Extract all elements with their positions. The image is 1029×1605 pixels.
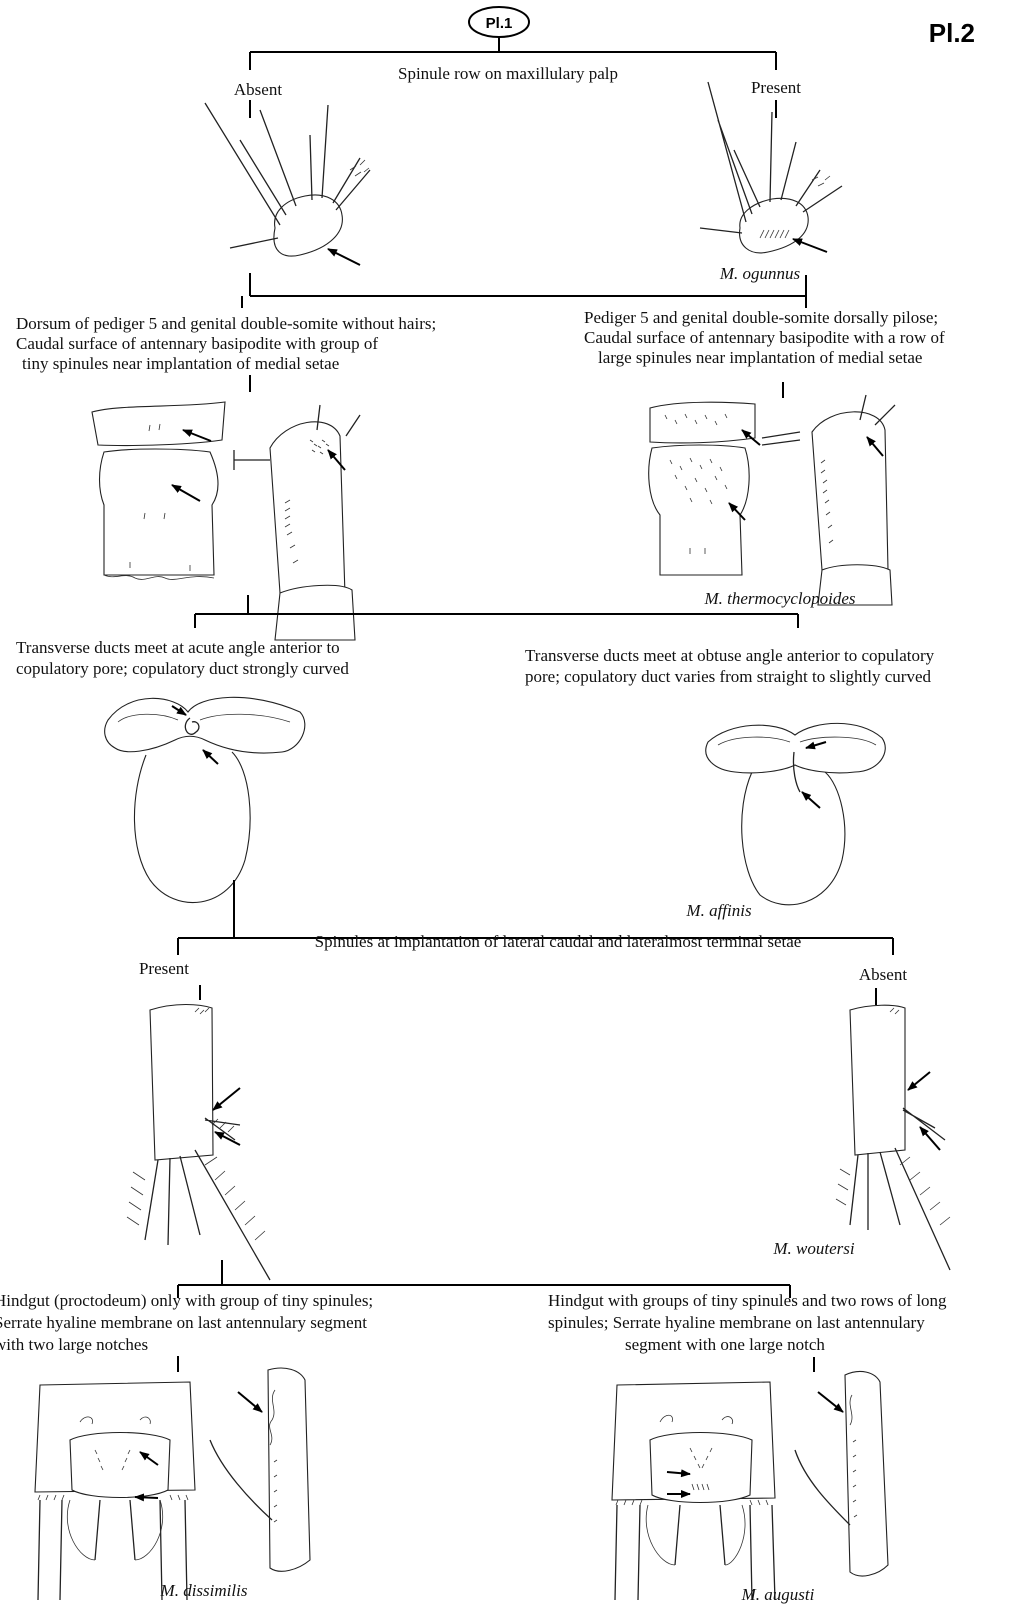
plate-title: Pl.2 [929,18,975,48]
plate-1-label: Pl.1 [486,15,513,32]
caudal-ramus-drawing-left [127,1005,270,1281]
node-5-right-state-line-1: Hindgut with groups of tiny spinules and… [548,1291,947,1310]
node-1-left-state: Absent [234,80,282,99]
key-node-1: Spinule row on maxillulary palp Absent P… [205,37,842,296]
key-node-5: Hindgut (proctodeum) only with group of … [0,1285,947,1604]
node-3-left-state-line-2: copulatory pore; copulatory duct strongl… [16,659,349,678]
key-node-4: Spinules at implantation of lateral caud… [127,907,950,1285]
taxon-m-augusti: M. augusti [741,1585,815,1604]
caudal-ramus-drawing-right [836,1005,950,1270]
node-3-left-state-line-1: Transverse ducts meet at acute angle ant… [16,638,340,657]
node-2-left-state-line-2: Caudal surface of antennary basipodite w… [16,334,378,353]
key-node-3: Transverse ducts meet at acute angle ant… [16,614,935,920]
maxillulary-palp-drawing-right [700,82,842,253]
node-1-character: Spinule row on maxillulary palp [398,64,618,83]
node-4-right-state: Absent [859,965,907,984]
plate-1-reference[interactable]: Pl.1 [469,7,529,37]
seminal-receptacle-drawing-right [706,723,885,904]
node-5-right-state-line-2: spinules; Serrate hyaline membrane on la… [548,1313,925,1332]
node-2-left-state-line-3: tiny spinules near implantation of media… [22,354,339,373]
node-1-right-state: Present [751,78,801,97]
node-2-right-state-line-2: Caudal surface of antennary basipodite w… [584,328,945,347]
node-5-left-state-line-3: with two large notches [0,1335,148,1354]
maxillulary-palp-drawing-left [205,103,370,265]
key-node-2: Dorsum of pediger 5 and genital double-s… [16,275,945,640]
node-5-right-state-line-3: segment with one large notch [625,1335,825,1354]
taxon-m-woutersi: M. woutersi [772,1239,855,1258]
node-3-right-state-line-2: pore; copulatory duct varies from straig… [525,667,932,686]
genital-somite-and-antenna-drawing-left [92,402,360,640]
node-4-left-state: Present [139,959,189,978]
taxon-m-dissimilis: M. dissimilis [160,1581,248,1600]
node-4-character: Spinules at implantation of lateral caud… [315,932,802,951]
taxon-m-ogunnus: M. ogunnus [719,264,801,283]
taxon-m-affinis: M. affinis [685,901,752,920]
genital-somite-and-antenna-drawing-right [649,395,895,605]
node-2-right-state-line-3: large spinules near implantation of medi… [598,348,922,367]
node-2-left-state-line-1: Dorsum of pediger 5 and genital double-s… [16,314,436,333]
seminal-receptacle-drawing-left [105,697,305,902]
node-5-left-state-line-1: Hindgut (proctodeum) only with group of … [0,1291,373,1310]
node-5-left-state-line-2: Serrate hyaline membrane on last antennu… [0,1313,367,1332]
node-2-right-state-line-1: Pediger 5 and genital double-somite dors… [584,308,938,327]
anal-somite-drawing-left [35,1368,310,1600]
anal-somite-drawing-right [612,1371,888,1600]
node-3-right-state-line-1: Transverse ducts meet at obtuse angle an… [525,646,935,665]
taxon-m-thermocyclopoides: M. thermocyclopoides [703,589,855,608]
